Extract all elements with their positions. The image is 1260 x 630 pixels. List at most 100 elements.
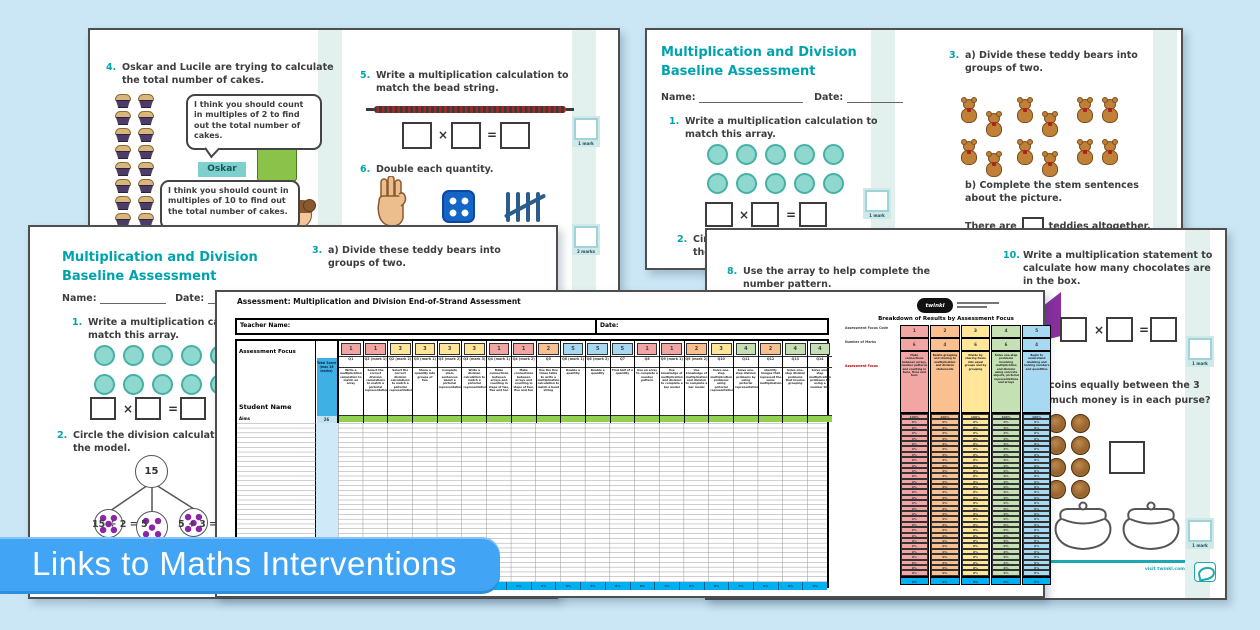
percent-cell: 0% (900, 543, 929, 549)
division-option: 5 ÷ 3 = 15 (178, 519, 234, 530)
grid-column: 3 Q3 (mark 3) Write a division calculati… (461, 341, 487, 423)
question-columns: 1 Q1 Write a multiplication calculation … (338, 341, 832, 423)
percent-cell: 0% (931, 435, 959, 441)
question-descriptor: Solve one-step division problems that in… (783, 367, 808, 415)
percent-cell: 0% (1022, 424, 1051, 431)
focus-code-cell: 3 (389, 343, 411, 355)
question-label: Q2 (mark 2) (388, 356, 413, 367)
grid-column: 3 Q10 Solve one-step multiplication prob… (708, 341, 733, 423)
percent-cell: 0% (992, 543, 1020, 549)
percent-cell: 0% (1022, 489, 1051, 495)
percent-cell: 0% (992, 446, 1020, 452)
marks-count-cell: 4 (930, 338, 960, 351)
grid-column: 4 Q11 Solve one-step division problems b… (733, 341, 758, 423)
mark-box: 1 mark (572, 116, 600, 147)
percent-cell: 0% (961, 532, 990, 538)
question-number: 3. (949, 50, 960, 61)
focus-code-cell: 2 (930, 325, 960, 338)
focus-code-cell: 5 (562, 343, 584, 355)
breakdown-column: 4 6 Solve one-step problems involving mu… (991, 325, 1021, 585)
percent-cell: 0% (961, 440, 990, 447)
percent-cell: 0% (992, 424, 1020, 431)
mark-box: 1 mark (863, 188, 891, 219)
question-descriptor: Use the five times table to write a mult… (536, 367, 561, 415)
question-number: 8. (727, 266, 738, 277)
final-percent-cell: 0% (1021, 576, 1052, 585)
percent-cell: 0% (931, 462, 959, 468)
percent-cell: 0% (961, 435, 990, 441)
focus-code-cell: 1 (340, 343, 362, 355)
answer-box (799, 202, 827, 227)
percent-cell: 0% (961, 554, 990, 560)
times-sign: × (438, 128, 449, 142)
dice-four-icon (442, 190, 475, 223)
question-label: Q3 (mark 2) (437, 356, 462, 367)
aims-cell (783, 415, 808, 422)
question-descriptor: Identify images that represent the same … (758, 367, 783, 415)
twinkl-logo-icon (1194, 562, 1216, 582)
percent-cell: 0% (1022, 564, 1051, 571)
question-number: 6. (360, 164, 371, 175)
focus-code-cell: 5 (612, 343, 633, 355)
grid-column: 4 Q13 Solve one-step division problems t… (782, 341, 808, 423)
percent-cell: 0% (931, 532, 959, 538)
percent-cell: 0% (931, 511, 959, 517)
percent-cell: 0% (900, 505, 929, 512)
focus-code-cell: 5 (587, 343, 609, 355)
percent-cell: 0% (1022, 462, 1051, 468)
percent-cell: 0% (1022, 451, 1051, 458)
percent-cell: 0% (961, 516, 990, 522)
total-percent-cell: 0% (604, 582, 630, 590)
percent-cell: 0% (961, 467, 990, 474)
focus-code-cell: 1 (488, 343, 510, 355)
percent-cell: 0% (1022, 532, 1051, 538)
footer-divider (1045, 560, 1185, 563)
percent-cell: 0% (931, 419, 959, 425)
grid-column: 3 Q3 (mark 1) Share a quantity into grou… (412, 341, 437, 423)
question-descriptor: Find half of a quantity (610, 367, 635, 415)
percent-cell: 0% (992, 532, 1020, 538)
total-percent-cell: 0% (654, 582, 679, 590)
aims-cell (363, 415, 388, 422)
percent-cell: 0% (931, 527, 959, 533)
whole-circle: 15 (135, 455, 168, 488)
question-label: Q4 (mark 1) (487, 356, 511, 367)
percent-cell: 0% (1022, 435, 1051, 441)
percent-cell: 0% (1022, 419, 1051, 425)
total-percent-cell: 0% (752, 582, 778, 590)
model-connectors (109, 484, 195, 512)
percent-cell: 0% (992, 527, 1020, 533)
percent-cell: 0% (1022, 430, 1051, 436)
percent-cell: 0% (931, 489, 959, 495)
percent-cell: 0% (900, 419, 929, 425)
breakdown-column: 1 6 Make connections between arrays, num… (899, 325, 930, 585)
focus-code-cell: 2 (760, 343, 781, 355)
percent-cell: 0% (931, 505, 959, 512)
focus-code-cell: 3 (463, 343, 485, 355)
percent-cell: 0% (900, 559, 929, 565)
percent-cell: 0% (1022, 511, 1051, 517)
percent-cell: 0% (992, 430, 1020, 436)
percent-cell: 0% (961, 548, 990, 555)
speech-bubble-lucile: I think you should count in multiples of… (160, 180, 300, 230)
percent-cell: 0% (992, 570, 1020, 576)
percent-cell: 0% (931, 543, 959, 549)
percent-cell: 0% (992, 511, 1020, 517)
banner-label: Links to Maths Interventions (32, 545, 457, 582)
teddy-bears-group (959, 94, 1139, 177)
percent-cell: 0% (931, 564, 959, 571)
question-text: Oskar and Lucile are trying to calculate… (122, 62, 334, 86)
percent-cell: 0% (992, 467, 1020, 474)
aims-cell (388, 415, 413, 422)
question-descriptor: Make connections between arrays and coun… (511, 367, 536, 415)
focus-descriptor: Relate grouping and sharing to multiplic… (930, 351, 960, 413)
question-label: Q3 (mark 1) (413, 356, 437, 367)
question-label: Q10 (709, 356, 733, 367)
percent-cell: 0% (900, 489, 929, 495)
total-percent-cell: 0% (678, 582, 704, 590)
percent-cell: 0% (961, 489, 990, 495)
equals-sign: = (1139, 323, 1150, 337)
percent-cell: 100% (931, 414, 959, 420)
